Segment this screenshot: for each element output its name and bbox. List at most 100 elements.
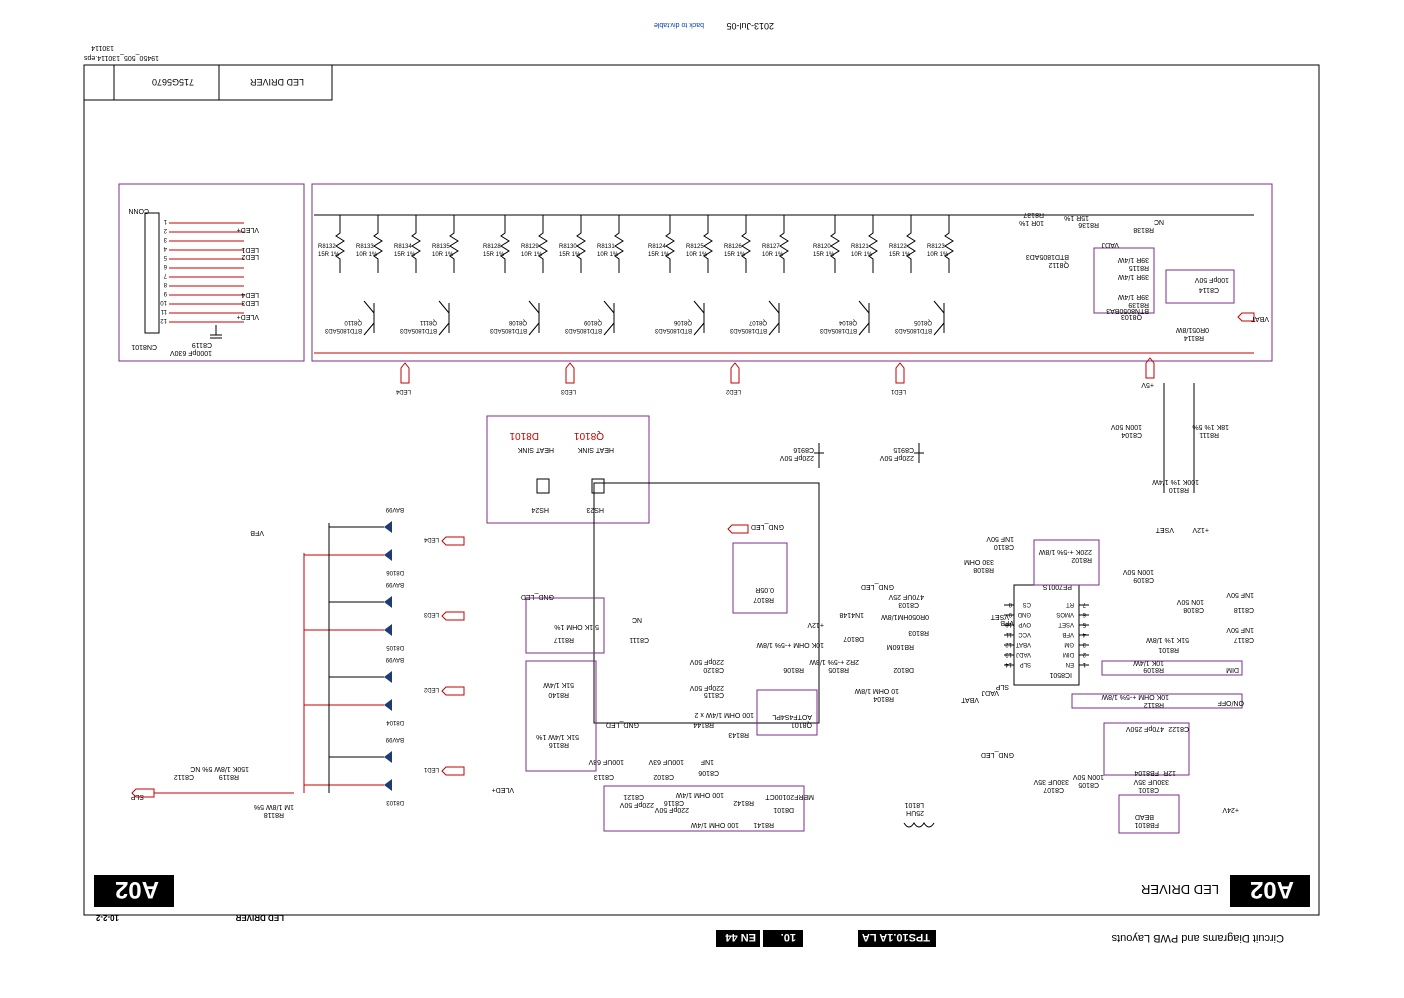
r8111-ref: R8111 xyxy=(1199,431,1219,438)
r8140-val: 51K 1/4W xyxy=(543,681,574,688)
connector-ref: CN8101 xyxy=(131,343,157,350)
conn-led2: LED2 xyxy=(241,253,259,260)
hs-d8101: D8101 xyxy=(509,430,539,441)
conn-led1: LED1 xyxy=(241,246,259,253)
diode-net-led4: LED4 xyxy=(423,536,439,542)
r8133-ref: R8133 xyxy=(356,244,374,250)
power-stage: C8122 470pF 250V FB8104 12R FB8101 BEAD … xyxy=(756,689,1190,834)
diode-net-led2: LED2 xyxy=(423,686,439,692)
r8130-ref: R8130 xyxy=(559,244,577,250)
ic-pin-vbat: VBAT xyxy=(1015,641,1031,647)
diode-symbol-top xyxy=(384,521,392,533)
d8106-ref: D8106 xyxy=(386,569,404,575)
ic-pin-num-2: 2 xyxy=(1082,651,1086,657)
c8115-ref: C8115 xyxy=(704,691,724,698)
connector-pin-1: 1 xyxy=(163,218,167,224)
r8119-val: 150K 1/8W 5% NC xyxy=(190,765,249,772)
title-block-part: 715G5670 xyxy=(152,77,194,87)
c8916-val: 220pF 50V xyxy=(779,454,814,461)
c8103-ref: C8103 xyxy=(898,601,919,608)
diode-column: BAV99D8106LED4BAV99D8105LED3BAV99D8104LE… xyxy=(303,506,465,805)
ic-pin-gm: GM xyxy=(1064,641,1074,647)
q8103-part: BTN8050BA3 xyxy=(1106,307,1149,314)
q8109-part: BTD1805AD3 xyxy=(564,327,602,333)
conn-cap-ref: C8119 xyxy=(192,341,212,348)
conn-led4: LED4 xyxy=(241,291,259,298)
ic-pin-slp: SLP xyxy=(1020,661,1031,667)
c8101-ref: C8101 xyxy=(1138,786,1159,793)
r8139-val: 39R 1/4W xyxy=(1117,293,1149,300)
header-back-link[interactable]: back to div.table xyxy=(654,21,704,28)
q8101-ref: Q8101 xyxy=(791,721,812,728)
footer-model: TPS10.1A LA xyxy=(862,931,930,943)
connector-pin-11: 11 xyxy=(160,308,167,314)
ic-pin-num-12: 12 xyxy=(1005,641,1012,647)
title-block-frame xyxy=(83,64,333,101)
r8105-val: 2R2 +-5% 1/8W xyxy=(809,658,859,665)
c8114-ref: C8114 xyxy=(1199,286,1219,293)
net-vled: VLED+ xyxy=(492,786,514,793)
net-vbat-ic: VBAT xyxy=(961,696,979,703)
r8112-ref: R8112 xyxy=(1144,701,1164,708)
p12v-label: +12V xyxy=(1192,526,1209,533)
hs23-icon xyxy=(591,478,605,494)
net-dim: DIM xyxy=(1226,666,1239,673)
c8103-val: 470UF 25V xyxy=(888,593,924,600)
r8134-val: 15R 1% xyxy=(394,252,416,258)
c8110-ref: C8110 xyxy=(994,543,1014,550)
snubber-region: R8141 100 OHM 1/4W R8142 100 OHM 1/4W C8… xyxy=(525,597,805,832)
c8106-ref: C8106 xyxy=(698,769,719,776)
net-p24v: +24V xyxy=(1222,806,1239,813)
diode-port-led4 xyxy=(441,536,465,546)
q8108-ref: Q8108 xyxy=(508,319,527,325)
diode-symbol-top xyxy=(384,671,392,683)
connector-pin-9: 9 xyxy=(163,290,167,296)
diode-symbol-bot xyxy=(384,779,392,791)
connector-body xyxy=(144,212,160,334)
footer-model-bg xyxy=(858,930,936,947)
diode-port-led3 xyxy=(441,611,465,621)
r8122-ref: R8122 xyxy=(889,244,907,250)
l8101-inductor xyxy=(903,822,935,828)
ic-pin-en: EN xyxy=(1066,661,1074,667)
port-label-led1: LED1 xyxy=(890,388,906,394)
resistor-r8130 xyxy=(576,215,586,273)
c8107-ref: C8107 xyxy=(1043,786,1064,793)
d8104-part: BAV99 xyxy=(385,656,404,662)
net-labels: GND_LED GND_LED GND_LED GND_LED GND_LED … xyxy=(130,523,1244,813)
r8121-val: 10R 1% xyxy=(851,252,873,258)
d8104-ref: D8104 xyxy=(386,719,404,725)
header-area: 2013-Jul-05 back to div.table 130114 194… xyxy=(83,21,774,61)
port-led1 xyxy=(895,362,905,384)
net-gnd-led-1: GND_LED xyxy=(751,523,784,530)
rotated-drawing: Circuit Diagrams and PWB Layouts TPS10.1… xyxy=(83,21,1320,947)
hs-label-1: HEAT SINK xyxy=(577,446,614,453)
net-vfb: VFB xyxy=(250,529,264,536)
vbat-section: 100pF 50V C8114 39R 1/4W R8115 39R 1/4W … xyxy=(1019,211,1269,388)
c8915-ref: C8915 xyxy=(893,446,914,453)
resistor-r8127 xyxy=(779,215,789,273)
c8104-val: 100N 50V xyxy=(1111,423,1142,430)
badge-bg-2 xyxy=(94,875,174,907)
r8131-ref: R8131 xyxy=(597,244,615,250)
c8102-val: 100UF 63V xyxy=(648,758,684,765)
ic-pin-num-13: 13 xyxy=(1005,651,1012,657)
d8107-val: 1N4148 xyxy=(839,611,864,618)
resistor-r8135 xyxy=(449,215,459,273)
c8111-val: NC xyxy=(632,616,642,623)
ic-block: IC8501 PF7001S CS8GND9OVP10VCC11VBAT12VA… xyxy=(593,482,1254,724)
vadj-label: VADJ xyxy=(1102,241,1119,248)
c8915-val: 220pF 50V xyxy=(879,454,914,461)
r8106-ref: R8106 xyxy=(783,666,804,673)
q8101-part: AOTF4S4PL xyxy=(772,713,812,720)
q8104-ref: Q8104 xyxy=(838,319,857,325)
r8129-val: 10R 1% xyxy=(521,252,543,258)
badge-code-2: A02 xyxy=(115,876,159,903)
r8110-val: 100K 1% 1/4W xyxy=(1152,478,1199,485)
ic-pin-dim: DIM xyxy=(1063,651,1074,657)
q8106-part: BTD1805AD3 xyxy=(654,327,692,333)
